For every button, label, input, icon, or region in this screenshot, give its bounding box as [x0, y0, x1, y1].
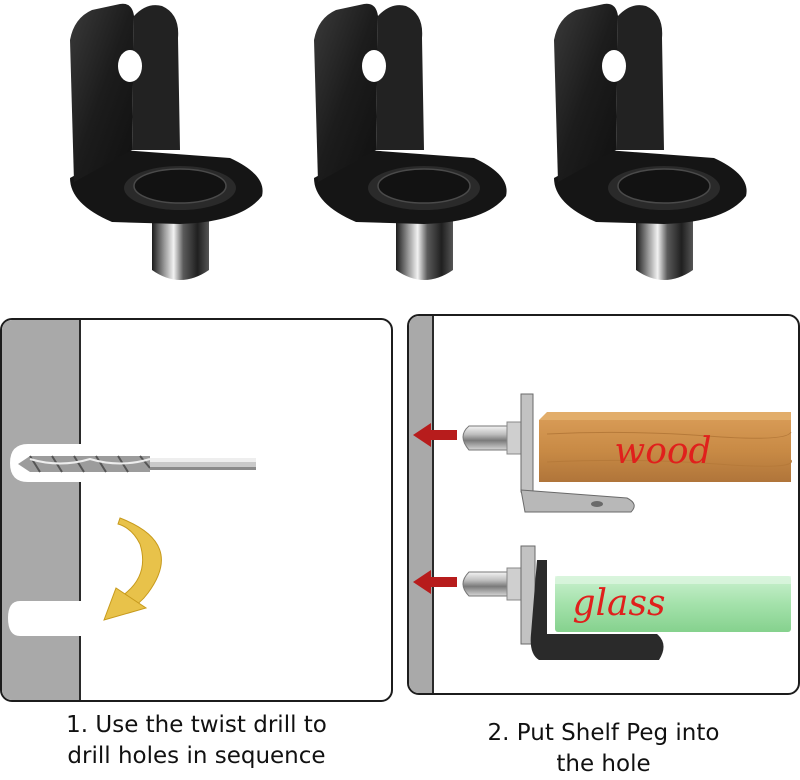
- step1-caption-line2: drill holes in sequence: [67, 743, 326, 769]
- insert-arrow-icon-top: [413, 423, 457, 447]
- glass-shelf: [555, 576, 791, 632]
- step1-illustration: [2, 320, 256, 700]
- twist-drill-bit: [18, 455, 256, 473]
- glass-label: glass: [573, 583, 666, 624]
- wood-shelf: [539, 412, 792, 482]
- step2-illustration: wood glass: [409, 316, 792, 693]
- wall-section: [409, 316, 433, 693]
- step1-caption-line1: 1. Use the twist drill to: [66, 712, 327, 738]
- shelf-peg-bracket-2: [314, 3, 507, 280]
- lower-hole: [8, 601, 82, 636]
- step1-caption: 1. Use the twist drill to drill holes in…: [0, 710, 393, 772]
- step2-caption-line2: the hole: [556, 751, 651, 777]
- wall-section: [2, 320, 80, 700]
- wood-label: wood: [614, 431, 711, 472]
- silver-shelf-peg-bottom: [462, 545, 664, 660]
- silver-shelf-peg-top: [462, 393, 635, 513]
- curved-down-arrow-icon: [103, 517, 162, 621]
- step2-caption: 2. Put Shelf Peg into the hole: [407, 718, 800, 780]
- step2-caption-line1: 2. Put Shelf Peg into: [487, 720, 720, 746]
- shelf-peg-bracket-1: [70, 3, 263, 280]
- insert-arrow-icon-bottom: [413, 570, 457, 594]
- step2-panel: wood glass: [407, 314, 800, 695]
- shelf-peg-bracket-3: [554, 3, 747, 280]
- step1-panel: [0, 318, 393, 702]
